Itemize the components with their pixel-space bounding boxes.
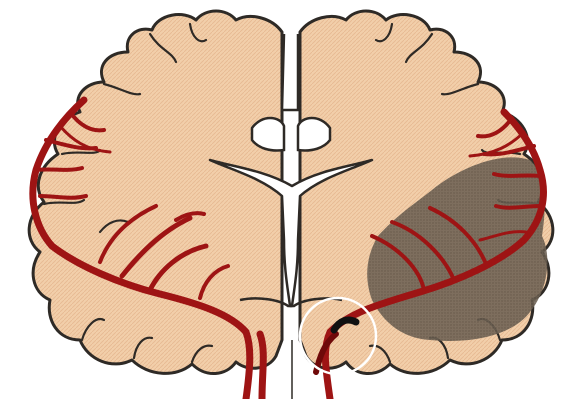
left-mca-branch — [40, 196, 86, 198]
interhemispheric-fissure — [282, 34, 298, 110]
left-mca-branch — [36, 168, 82, 170]
left-hemisphere — [29, 11, 282, 374]
right-mca-branch — [496, 206, 540, 208]
left-hemisphere-outline — [29, 11, 282, 374]
left-internal-carotid-artery — [260, 334, 263, 399]
right-mca-branch — [494, 174, 540, 176]
lateral-ventricle-horns — [252, 118, 330, 151]
